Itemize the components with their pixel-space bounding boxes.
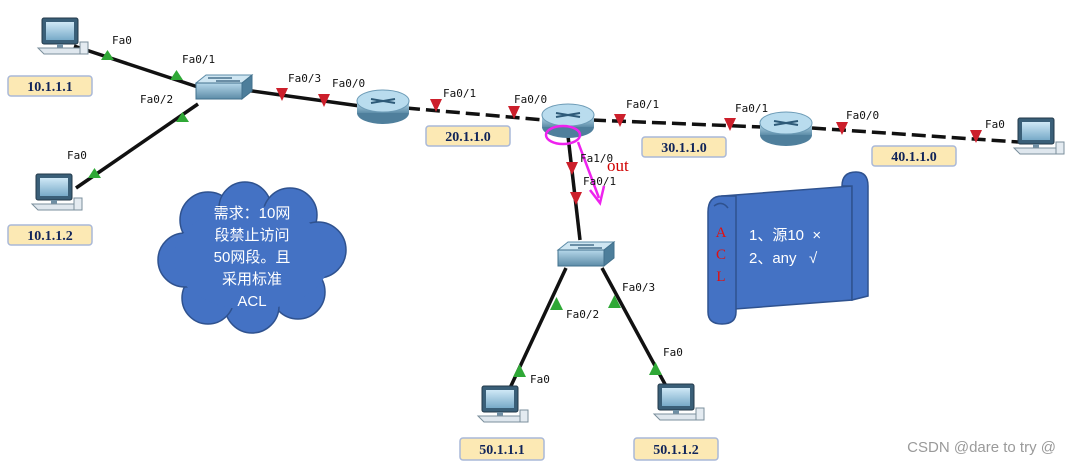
link-down-marker (566, 162, 578, 175)
outbound-interface-highlight (544, 124, 582, 146)
port-label: Fa0/2 (140, 93, 173, 106)
pc-icon[interactable] (37, 17, 89, 55)
link-up-marker (649, 362, 662, 375)
link-up-marker (513, 364, 526, 377)
requirement-line: 50网段。且 (214, 249, 291, 266)
link-up-marker (170, 70, 183, 80)
requirement-cloud: 需求：10网 段禁止访问 50网段。且 采用标准 ACL (157, 181, 347, 334)
pc-icon[interactable] (477, 385, 529, 423)
link-up-marker (176, 112, 189, 122)
link-down-marker (614, 114, 626, 127)
switch-icon[interactable] (557, 241, 615, 267)
port-label: Fa0 (67, 149, 87, 162)
port-label: Fa0/1 (443, 87, 476, 100)
address-label: 50.1.1.2 (653, 443, 699, 458)
address-label: 30.1.1.0 (661, 141, 707, 156)
link-up-marker (88, 168, 101, 178)
port-label: Fa0/1 (583, 175, 616, 188)
acl-scroll: A C L 1、源10 × 2、any √ (707, 171, 869, 325)
link-sw1-r1 (244, 88, 361, 108)
router-icon[interactable] (356, 89, 410, 125)
router-icon[interactable] (759, 111, 813, 147)
address-label: 10.1.1.1 (27, 80, 73, 95)
link-down-marker (276, 88, 288, 101)
link-r1-r2 (405, 106, 545, 122)
acl-rule-2: 2、any √ (749, 250, 818, 267)
router-icon[interactable] (541, 103, 595, 139)
requirement-line: ACL (237, 293, 266, 310)
port-label: Fa0 (112, 34, 132, 47)
watermark: CSDN @dare to try @ (907, 439, 1056, 456)
acl-title-letter: A (716, 225, 727, 241)
address-label: 50.1.1.1 (479, 443, 525, 458)
link-down-marker (970, 130, 982, 143)
out-direction-arrow (576, 141, 601, 199)
port-label: Fa0/3 (288, 72, 321, 85)
address-label: 20.1.1.0 (445, 130, 491, 145)
link-up-marker (608, 295, 621, 308)
out-label: out (607, 156, 629, 175)
link-pc1-sw1 (73, 44, 211, 93)
acl-rule-1: 1、源10 × (749, 227, 821, 244)
requirement-line: 段禁止访问 (214, 227, 289, 244)
port-label: Fa0/1 (735, 102, 768, 115)
pc-icon[interactable] (1013, 117, 1065, 155)
out-arrow-head (589, 185, 606, 206)
port-label: Fa0 (985, 118, 1005, 131)
port-label: Fa0 (663, 346, 683, 359)
port-label: Fa0/0 (846, 109, 879, 122)
requirement-line: 采用标准 (222, 271, 282, 288)
link-down-marker (724, 118, 736, 131)
port-label: Fa1/0 (580, 152, 613, 165)
link-status-markers (88, 50, 982, 377)
link-down-marker (430, 99, 442, 112)
acl-title-letter: L (716, 269, 725, 285)
link-r2-sw2 (566, 135, 582, 241)
port-label: Fa0/0 (514, 93, 547, 106)
port-label: Fa0/0 (332, 77, 365, 90)
address-label: 10.1.1.2 (27, 229, 73, 244)
address-labels: 10.1.1.1 10.1.1.2 20.1.1.0 30.1.1.0 40.1… (7, 75, 957, 461)
switch-icon[interactable] (195, 74, 253, 100)
port-label: Fa0/1 (626, 98, 659, 111)
link-down-marker (836, 122, 848, 135)
link-r3-pc5 (811, 126, 1019, 144)
port-label: Fa0/3 (622, 281, 655, 294)
acl-title-letter: C (716, 247, 726, 263)
port-label: Fa0/1 (182, 53, 215, 66)
pc-icon[interactable] (653, 383, 705, 421)
link-down-marker (508, 106, 520, 119)
link-up-marker (101, 50, 114, 60)
pc-icon[interactable] (31, 173, 83, 211)
port-label: Fa0/2 (566, 308, 599, 321)
port-label: Fa0 (530, 373, 550, 386)
requirement-line: 需求：10网 (214, 205, 291, 222)
port-labels: Fa0 Fa0/1 Fa0/2 Fa0 Fa0/3 Fa0/0 Fa0/1 Fa… (67, 34, 1005, 386)
link-down-marker (570, 192, 582, 205)
link-up-marker (550, 297, 563, 310)
address-label: 40.1.1.0 (891, 150, 937, 165)
link-down-marker (318, 94, 330, 107)
